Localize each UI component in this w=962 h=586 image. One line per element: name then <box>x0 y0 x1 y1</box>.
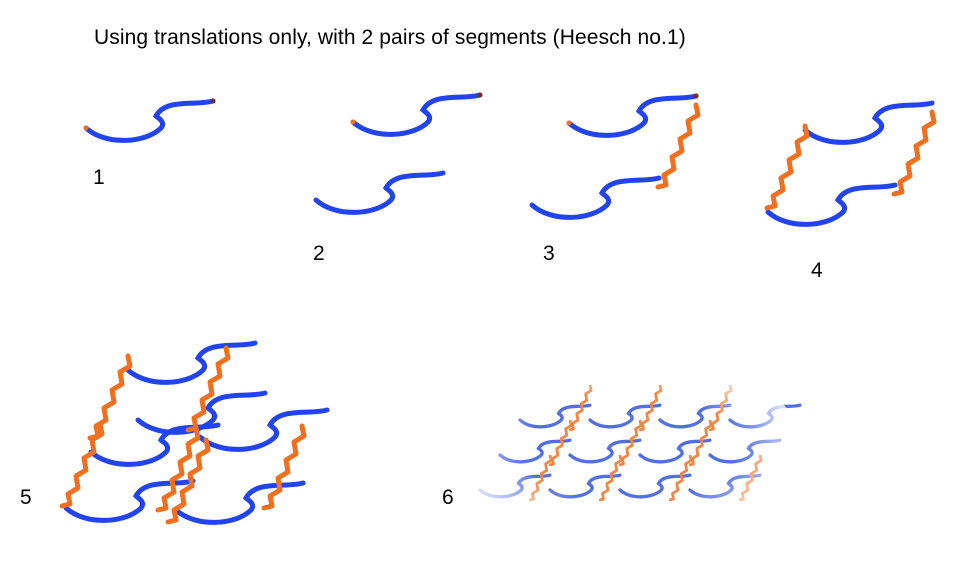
step-label-1: 1 <box>93 166 105 189</box>
step-6-tiling <box>455 358 805 538</box>
step-3-figure <box>532 93 699 218</box>
step-label-4: 4 <box>811 259 823 282</box>
vertex-dot <box>83 125 89 131</box>
step-label-3: 3 <box>543 242 555 265</box>
step-label-5: 5 <box>20 486 32 509</box>
step-1-figure <box>83 98 216 141</box>
step-label-6: 6 <box>442 486 454 509</box>
diagram-title: Using translations only, with 2 pairs of… <box>94 26 686 49</box>
step-label-2: 2 <box>313 242 325 265</box>
step-4-figure <box>767 103 934 224</box>
vertex-dot <box>210 98 216 104</box>
step-2-figure <box>316 92 483 213</box>
step-5-figure <box>62 343 327 522</box>
